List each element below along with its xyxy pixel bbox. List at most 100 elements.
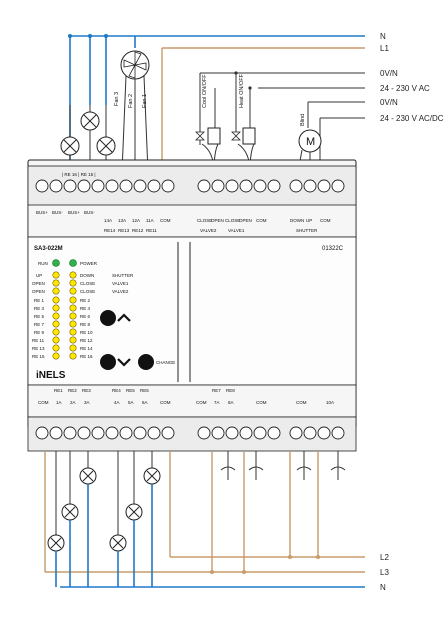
top-terminal-labels: BUS+ BUS- BUS+ BUS- 14A 13A 12A 11A COM …	[36, 210, 331, 233]
svg-text:COM: COM	[160, 400, 171, 405]
svg-text:RE5: RE5	[126, 388, 135, 393]
brand-logo: iNELS	[36, 370, 66, 381]
label-n-top: N	[380, 32, 386, 41]
label-acdc: 24 - 230 V AC/DC	[380, 114, 444, 123]
tr4: COM	[256, 218, 267, 223]
svg-text:OPEN: OPEN	[32, 281, 45, 286]
tg2: BUS+	[68, 210, 80, 215]
svg-text:RE 9: RE 9	[34, 330, 45, 335]
up-button[interactable]	[100, 310, 131, 326]
svg-text:COM: COM	[38, 400, 49, 405]
tg1: BUS-	[52, 210, 63, 215]
svg-text:COM: COM	[296, 400, 307, 405]
svg-text:RE 3: RE 3	[34, 306, 45, 311]
valve-cool	[195, 73, 221, 173]
blind-label: Blind	[300, 114, 306, 126]
fan1-label: Fan 1	[142, 94, 148, 108]
n-top-junctions	[68, 34, 108, 38]
svg-text:RE 6: RE 6	[80, 314, 91, 319]
down-button[interactable]	[100, 354, 131, 370]
svg-text:5A: 5A	[128, 400, 134, 405]
chevron-down-icon	[117, 358, 131, 367]
svg-text:UP: UP	[36, 273, 42, 278]
svg-text:7A: 7A	[214, 400, 220, 405]
svg-text:8A: 8A	[228, 400, 234, 405]
top-row-label: | RE 16 | RE 15 |	[62, 172, 96, 177]
svg-text:RE 13: RE 13	[32, 346, 45, 351]
svg-text:2A: 2A	[70, 400, 76, 405]
svg-text:CLOSE: CLOSE	[80, 281, 95, 286]
valve-heat	[231, 73, 256, 173]
change-button[interactable]: CHANGE	[138, 354, 175, 370]
svg-text:COM: COM	[256, 400, 267, 405]
lamps-bottom	[47, 451, 161, 587]
run-label: RUN	[38, 261, 48, 266]
svg-text:RE 14: RE 14	[80, 346, 93, 351]
svg-text:OPEN: OPEN	[32, 289, 45, 294]
heat-label: Heat ON/OFF	[239, 73, 245, 108]
tg0: BUS+	[36, 210, 48, 215]
svg-text:RE6: RE6	[140, 388, 149, 393]
tl1: 13A	[118, 218, 126, 223]
status-rows: UP DOWN SHUTTER OPEN CLOSE VALVE1 OPEN C…	[32, 271, 134, 295]
cool-label: Cool ON/OFF	[202, 74, 208, 108]
run-led	[52, 259, 60, 267]
svg-text:RE 16: RE 16	[80, 354, 93, 359]
lamp-re16	[60, 105, 80, 172]
label-l2: L2	[380, 553, 389, 562]
chevron-up-icon	[117, 313, 131, 322]
power-led	[69, 259, 77, 267]
svg-text:RE2: RE2	[68, 388, 77, 393]
bottom-terminal-labels: RE1 RE2 RE3 RE4 RE5 RE6 RE7 RE8 COM 1A 2…	[38, 388, 334, 405]
svg-text:RE1: RE1	[54, 388, 63, 393]
power-label: POWER	[80, 261, 98, 266]
svg-text:RE 2: RE 2	[80, 298, 91, 303]
tlg1: RE13	[118, 228, 130, 233]
label-0vn-2: 0V/N	[380, 98, 398, 107]
motor-letter: M	[306, 136, 315, 148]
svg-text:RE 4: RE 4	[80, 306, 91, 311]
svg-text:RE 15: RE 15	[32, 354, 45, 359]
svg-text:4A: 4A	[114, 400, 120, 405]
label-l3: L3	[380, 568, 389, 577]
svg-text:RE 7: RE 7	[34, 322, 45, 327]
fan-icon	[120, 50, 150, 173]
svg-text:RE 5: RE 5	[34, 314, 45, 319]
tr3: OPEN	[239, 218, 252, 223]
svg-text:CLOSE: CLOSE	[80, 289, 95, 294]
switch-icons	[220, 451, 346, 480]
svg-text:3A: 3A	[84, 400, 90, 405]
svg-text:VALVE1: VALVE1	[112, 281, 129, 286]
device	[27, 159, 357, 452]
top-screws	[35, 179, 345, 193]
valve-junctions	[234, 71, 252, 90]
tl0: 14A	[104, 218, 112, 223]
model-label: SA3-022M	[34, 246, 63, 252]
tg3: BUS-	[84, 210, 95, 215]
bottom-junctions	[210, 555, 320, 574]
svg-text:RE7: RE7	[212, 388, 221, 393]
tr6: UP	[306, 218, 312, 223]
fan2-label: Fan 2	[128, 94, 134, 108]
svg-text:RE 12: RE 12	[80, 338, 93, 343]
svg-text:DOWN: DOWN	[80, 273, 94, 278]
svg-text:RE3: RE3	[82, 388, 91, 393]
svg-text:COM: COM	[196, 400, 207, 405]
trg0: VALVE2	[200, 228, 217, 233]
tlg3: RE11	[146, 228, 157, 233]
tlg2: RE12	[132, 228, 144, 233]
tr5: DOWN	[290, 218, 304, 223]
svg-text:SHUTTER: SHUTTER	[112, 273, 134, 278]
tr0: CLOSE	[197, 218, 212, 223]
tr2: CLOSE	[225, 218, 240, 223]
svg-text:RE 1: RE 1	[34, 298, 45, 303]
tr1: OPEN	[211, 218, 224, 223]
label-n-bottom: N	[380, 583, 386, 592]
label-l1: L1	[380, 44, 389, 53]
svg-text:RE 10: RE 10	[80, 330, 93, 335]
fan3-label: Fan 3	[114, 92, 120, 106]
svg-text:VALVE2: VALVE2	[112, 289, 129, 294]
code-label: 01322C	[322, 246, 344, 252]
